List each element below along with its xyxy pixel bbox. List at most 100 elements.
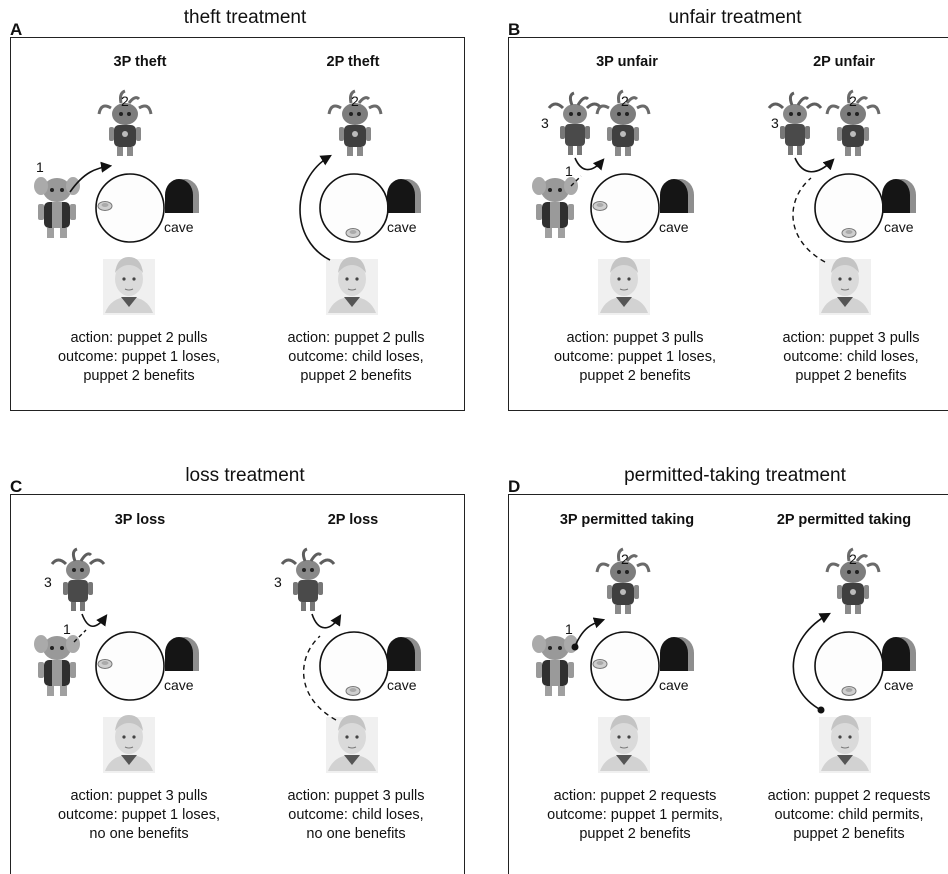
caption-line: outcome: puppet 1 permits, bbox=[547, 807, 723, 823]
scene-b-left bbox=[532, 89, 694, 316]
coin-icon bbox=[97, 659, 113, 669]
indirect-link bbox=[792, 177, 826, 263]
coin-icon bbox=[345, 686, 361, 696]
caption-line: action: puppet 2 requests bbox=[767, 788, 931, 804]
table-circle bbox=[95, 631, 165, 701]
puppet-3-figure bbox=[50, 547, 106, 613]
caption-b-left: action: puppet 3 pulls outcome: puppet 1… bbox=[520, 329, 750, 386]
caption-c-right: action: puppet 3 pulls outcome: child lo… bbox=[241, 787, 471, 844]
scene-a-left bbox=[34, 89, 199, 316]
caption-line: outcome: puppet 1 loses, bbox=[57, 807, 221, 823]
subtitle-a-left: 3P theft bbox=[113, 54, 167, 70]
cave-label: cave bbox=[164, 677, 194, 693]
cave-icon bbox=[882, 637, 916, 671]
table-circle bbox=[95, 173, 165, 243]
scene-c-right bbox=[280, 547, 421, 774]
coin-icon bbox=[592, 659, 608, 669]
cave-label: cave bbox=[387, 677, 417, 693]
puppet-1-figure bbox=[532, 177, 578, 238]
child-figure bbox=[102, 256, 156, 316]
caption-line: puppet 2 benefits bbox=[795, 368, 907, 384]
panel-title-d: permitted-taking treatment bbox=[624, 465, 846, 486]
subtitle-a-right: 2P theft bbox=[326, 54, 380, 70]
caption-line: puppet 2 benefits bbox=[793, 826, 905, 842]
caption-line: action: puppet 2 requests bbox=[553, 788, 717, 804]
cave-icon bbox=[660, 637, 694, 671]
coin-icon bbox=[592, 201, 608, 211]
panel-title-c: loss treatment bbox=[185, 465, 305, 486]
caption-b-right: action: puppet 3 pulls outcome: child lo… bbox=[736, 329, 948, 386]
panel-title-a: theft treatment bbox=[183, 7, 307, 28]
caption-a-left: action: puppet 2 pulls outcome: puppet 1… bbox=[24, 329, 254, 386]
panel-letter-d: D bbox=[508, 477, 521, 496]
cave-label: cave bbox=[659, 677, 689, 693]
table-circle bbox=[590, 631, 660, 701]
table-circle bbox=[590, 173, 660, 243]
caption-line: no one benefits bbox=[89, 826, 189, 842]
child-figure bbox=[818, 256, 872, 316]
puppet-number-1: 1 bbox=[565, 621, 573, 637]
puppet-number-1: 1 bbox=[565, 163, 573, 179]
caption-line: outcome: puppet 1 loses, bbox=[553, 349, 717, 365]
puppet-number-3: 3 bbox=[541, 115, 549, 131]
coin-icon bbox=[345, 228, 361, 238]
panel-box-b bbox=[508, 37, 948, 411]
subtitle-c-right: 2P loss bbox=[327, 512, 379, 528]
puppet-number-2: 2 bbox=[121, 93, 129, 109]
cave-label: cave bbox=[884, 677, 914, 693]
cave-icon bbox=[660, 179, 694, 213]
scene-c-left bbox=[34, 547, 199, 774]
subtitle-d-right: 2P permitted taking bbox=[776, 512, 912, 528]
child-figure bbox=[325, 256, 379, 316]
caption-line: action: puppet 2 pulls bbox=[287, 330, 425, 346]
panel-box-d bbox=[508, 494, 948, 874]
cave-label: cave bbox=[659, 219, 689, 235]
caption-line: puppet 2 benefits bbox=[83, 368, 195, 384]
cave-label: cave bbox=[884, 219, 914, 235]
cave-icon bbox=[165, 179, 199, 213]
coin-icon bbox=[841, 686, 857, 696]
caption-d-left: action: puppet 2 requests outcome: puppe… bbox=[520, 787, 750, 844]
subtitle-b-left: 3P unfair bbox=[596, 54, 658, 70]
caption-line: puppet 2 benefits bbox=[579, 368, 691, 384]
subtitle-d-left: 3P permitted taking bbox=[559, 512, 695, 528]
request-arrow bbox=[574, 617, 606, 647]
puppet-number-2: 2 bbox=[621, 551, 629, 567]
child-figure bbox=[597, 714, 651, 774]
cave-icon bbox=[387, 637, 421, 671]
caption-line: puppet 2 benefits bbox=[579, 826, 691, 842]
caption-line: puppet 2 benefits bbox=[300, 368, 412, 384]
pull-arrow bbox=[311, 613, 342, 629]
puppet-number-2: 2 bbox=[849, 551, 857, 567]
scene-d-left bbox=[532, 547, 694, 774]
caption-line: action: puppet 2 pulls bbox=[70, 330, 208, 346]
puppet-1-figure bbox=[34, 177, 80, 238]
panel-letter-b: B bbox=[508, 20, 521, 39]
pull-arrow bbox=[794, 157, 835, 173]
caption-line: outcome: child loses, bbox=[288, 807, 424, 823]
caption-line: outcome: child loses, bbox=[783, 349, 919, 365]
puppet-number-2: 2 bbox=[351, 93, 359, 109]
pull-arrow bbox=[81, 613, 108, 628]
caption-line: no one benefits bbox=[306, 826, 406, 842]
caption-line: outcome: child loses, bbox=[288, 349, 424, 365]
puppet-number-2: 2 bbox=[849, 93, 857, 109]
cave-label: cave bbox=[387, 219, 417, 235]
child-figure bbox=[597, 256, 651, 316]
caption-line: action: puppet 3 pulls bbox=[782, 330, 920, 346]
coin-icon bbox=[841, 228, 857, 238]
puppet-number-3: 3 bbox=[44, 574, 52, 590]
scene-a-right bbox=[299, 89, 421, 316]
cave-label: cave bbox=[164, 219, 194, 235]
request-origin bbox=[817, 706, 825, 714]
indirect-link bbox=[73, 629, 87, 643]
puppet-1-figure bbox=[532, 635, 578, 696]
coin-icon bbox=[97, 201, 113, 211]
cave-icon bbox=[387, 179, 421, 213]
panel-letter-a: A bbox=[10, 20, 23, 39]
caption-a-right: action: puppet 2 pulls outcome: child lo… bbox=[241, 329, 471, 386]
indirect-link bbox=[570, 175, 582, 187]
puppet-number-3: 3 bbox=[771, 115, 779, 131]
caption-line: action: puppet 3 pulls bbox=[70, 788, 208, 804]
puppet-3-figure bbox=[280, 547, 336, 613]
